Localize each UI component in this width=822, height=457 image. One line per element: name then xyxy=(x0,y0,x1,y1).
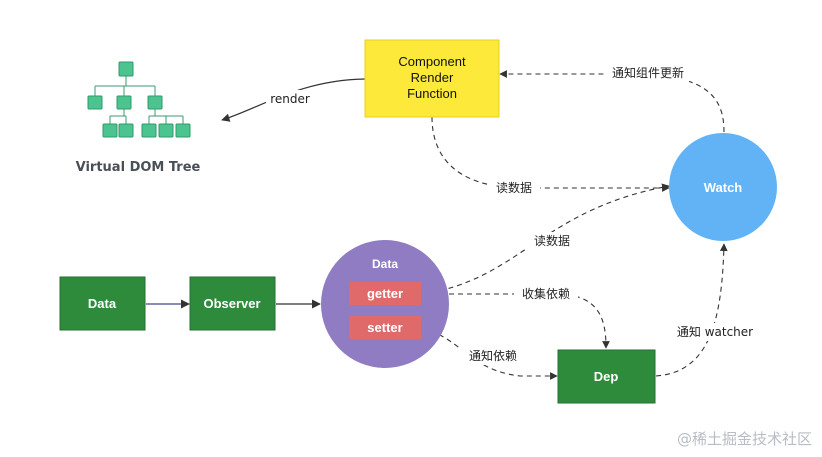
data-circle-node: Data getter setter xyxy=(321,240,449,368)
edge-notify-component-update-label: 通知组件更新 xyxy=(612,65,684,80)
dep-node: Dep xyxy=(557,349,656,404)
edge-collect-dependency-label: 收集依赖 xyxy=(522,286,570,301)
edge-read-data-top-label: 读数据 xyxy=(496,180,532,195)
getter-box xyxy=(349,282,421,305)
edge-notify-component-update xyxy=(499,70,725,133)
watermark: @稀土掘金技术社区 xyxy=(677,430,812,448)
svg-text:Observer: Observer xyxy=(203,296,260,311)
svg-text:Component: Component xyxy=(398,54,466,69)
edge-notify-watcher-label: 通知 watcher xyxy=(677,325,753,339)
component-render-function-node: Component Render Function xyxy=(364,39,500,118)
virtual-dom-tree-nodes xyxy=(87,61,191,138)
data-circle-title: Data xyxy=(372,257,398,271)
edge-read-data-mid-label: 读数据 xyxy=(534,233,570,248)
setter-box xyxy=(349,316,421,339)
edge-notify-dependency-label: 通知依赖 xyxy=(469,348,517,363)
setter-label: setter xyxy=(367,320,402,335)
svg-text:Function: Function xyxy=(407,86,457,101)
edge-read-data-mid xyxy=(421,183,670,295)
edge-read-data-top xyxy=(431,116,670,192)
svg-text:Watch: Watch xyxy=(704,180,743,195)
observer-node: Observer xyxy=(189,276,276,331)
watch-node: Watch xyxy=(669,133,777,241)
virtual-dom-tree-icon xyxy=(94,76,184,124)
edge-render-label: render xyxy=(270,92,310,106)
edge-notify-watcher xyxy=(655,243,728,377)
svg-text:Data: Data xyxy=(88,296,117,311)
svg-text:Dep: Dep xyxy=(594,369,619,384)
getter-label: getter xyxy=(367,286,403,301)
virtual-dom-tree-caption: Virtual DOM Tree xyxy=(76,160,201,175)
svg-text:Render: Render xyxy=(411,70,454,85)
data-box-node: Data xyxy=(59,276,146,331)
